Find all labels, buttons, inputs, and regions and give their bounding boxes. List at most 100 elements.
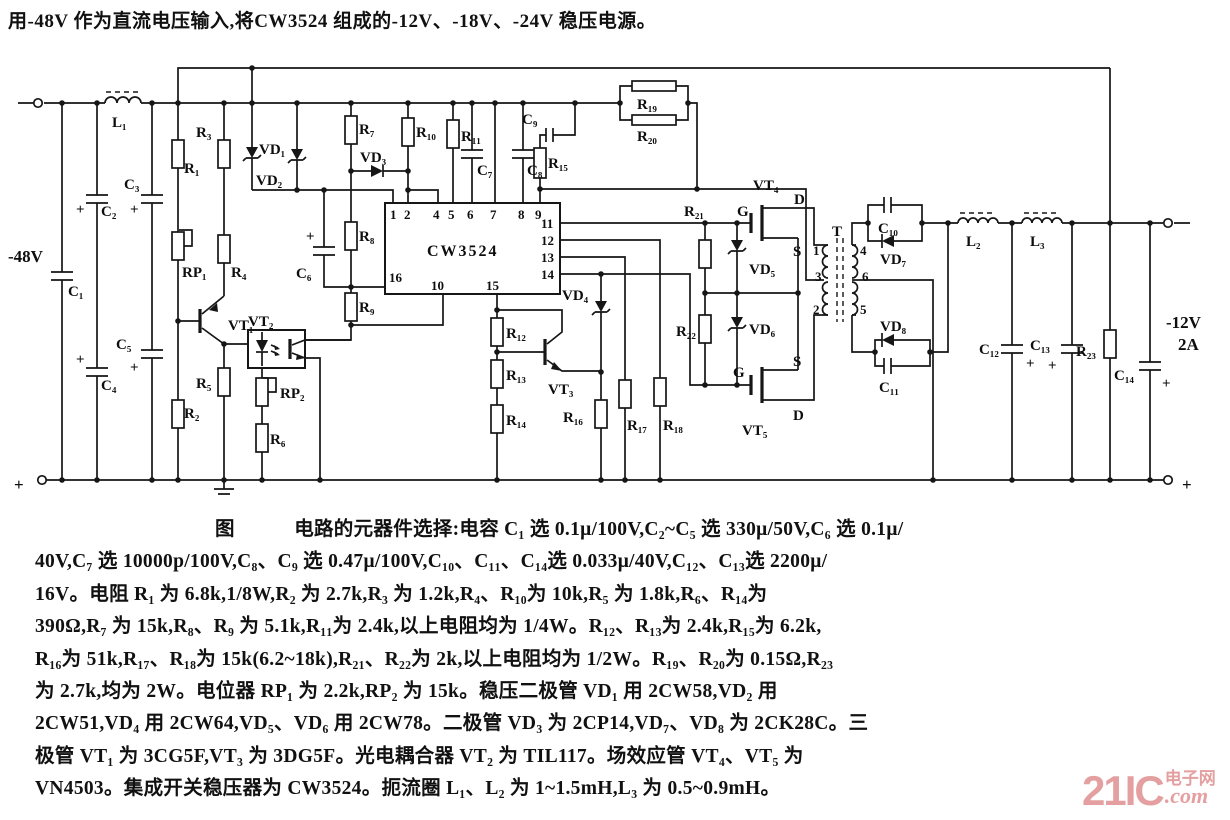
- label-R20: R₂₀: [637, 129, 657, 145]
- label-C7: C₇: [477, 163, 493, 179]
- mosfet-VT5: [749, 367, 764, 403]
- label-VD7: VD₇: [880, 252, 907, 268]
- label-VD4: VD₄: [562, 288, 589, 304]
- diode-symbols: [242, 147, 894, 347]
- watermark-cjk: 电子网: [1164, 769, 1216, 788]
- label-vin: -48V: [8, 247, 44, 266]
- plus-C4: +: [76, 352, 85, 368]
- label-L3: L₃: [1030, 234, 1045, 250]
- transistor-VT3: [543, 339, 562, 371]
- label-R8: R₈: [359, 229, 375, 245]
- svg-text:13: 13: [541, 250, 555, 265]
- label-w4: 4: [860, 243, 867, 258]
- label-VD2: VD₂: [256, 173, 283, 189]
- svg-text:14: 14: [541, 267, 555, 282]
- label-VD3: VD₃: [360, 150, 387, 166]
- svg-text:9: 9: [535, 207, 542, 222]
- label-VD5: VD₅: [749, 262, 776, 278]
- text-line: 为 2.7k,均为 2W。电位器 RP₁ 为 2.2k,RP₂ 为 15k。稳压…: [35, 680, 778, 702]
- label-C12: C₁₂: [979, 342, 999, 358]
- label-amp: 2A: [1178, 335, 1200, 354]
- label-R3: R₃: [196, 125, 212, 141]
- svg-text:15: 15: [486, 278, 500, 293]
- label-R4: R₄: [231, 265, 247, 281]
- inductor-L1: [104, 91, 142, 104]
- label-C3: C₃: [124, 177, 140, 193]
- watermark-21ic: 21IC: [1082, 767, 1165, 814]
- optocoupler-VT2: [247, 329, 306, 369]
- label-C2: C₂: [101, 204, 117, 220]
- label-w3: 3: [815, 269, 822, 284]
- text-line: VN4503。集成开关稳压器为 CW3524。扼流圈 L₁、L₂ 为 1~1.5…: [35, 778, 781, 800]
- plus-C12: +: [1026, 356, 1035, 372]
- label-R13: R₁₃: [506, 368, 526, 384]
- svg-text:12: 12: [541, 233, 554, 248]
- label-R15: R₁₅: [548, 156, 568, 172]
- label-S-vt5: S: [793, 354, 801, 370]
- label-L2: L₂: [966, 234, 981, 250]
- label-C9: C₉: [522, 112, 538, 128]
- svg-text:6: 6: [467, 207, 474, 222]
- circuit-diagram: CW3524 1 2 4 5 6 7 8 9 11 12 13 14 16 10…: [8, 65, 1202, 495]
- label-RP2: RP₂: [280, 386, 305, 402]
- label-D-vt5: D: [793, 408, 804, 424]
- label-R14: R₁₄: [506, 413, 526, 429]
- label-T: T: [832, 224, 842, 240]
- label-w2: 2: [813, 302, 820, 317]
- label-C5: C₅: [116, 337, 132, 353]
- label-R2: R₂: [184, 406, 200, 422]
- label-R10: R₁₀: [416, 125, 436, 141]
- label-w6: 6: [862, 269, 869, 284]
- svg-text:5: 5: [448, 207, 455, 222]
- label-R19: R₁₉: [637, 97, 657, 113]
- label-VD6: VD₆: [749, 322, 776, 338]
- label-R16: R₁₆: [563, 410, 583, 426]
- svg-text:4: 4: [433, 207, 440, 222]
- label-C4: C₄: [101, 378, 117, 394]
- watermark-com: .com: [1164, 783, 1209, 808]
- label-R12: R₁₂: [506, 326, 526, 342]
- plus-C2: +: [76, 202, 85, 218]
- label-C8: C₈: [527, 163, 543, 179]
- component-selection-text: 图 电路的元器件选择:电容 C₁ 选 0.1μ/100V,C₂~C₅ 选 330…: [35, 514, 1203, 806]
- text-line: 2CW51,VD₄ 用 2CW64,VD₅、VD₆ 用 2CW78。二极管 VD…: [35, 713, 869, 735]
- label-VD1: VD₁: [259, 142, 285, 158]
- label-VT1: VT₁: [228, 318, 253, 334]
- label-G-vt5: G: [733, 365, 745, 381]
- text-line: 16V。电阻 R₁ 为 6.8k,1/8W,R₂ 为 2.7k,R₃ 为 1.2…: [35, 583, 768, 605]
- text-line: 极管 VT₁ 为 3CG5F,VT₃ 为 3DG5F。光电耦合器 VT₂ 为 T…: [35, 745, 804, 767]
- svg-text:2: 2: [404, 207, 411, 222]
- svg-text:11: 11: [541, 216, 553, 231]
- label-vout: -12V: [1166, 313, 1202, 332]
- plus-C5: +: [130, 360, 139, 376]
- label-R6: R₆: [270, 432, 286, 448]
- transistor-VT1: [198, 303, 218, 333]
- ic-cw3524: CW3524 1 2 4 5 6 7 8 9 11 12 13 14 16 10…: [384, 202, 561, 295]
- svg-text:10: 10: [431, 278, 444, 293]
- label-C14: C₁₄: [1114, 368, 1134, 384]
- page-title: 用-48V 作为直流电压输入,将CW3524 组成的-12V、-18V、-24V…: [8, 11, 657, 32]
- inductor-L3: [1021, 212, 1063, 224]
- transformer-T: [821, 238, 859, 322]
- label-C1: C₁: [68, 284, 83, 300]
- plus-terminal-left: +: [14, 475, 24, 494]
- site-watermark: 21IC 电子网 .com: [1082, 770, 1216, 812]
- junction-dots: [59, 65, 1153, 483]
- label-D-vt4: D: [794, 192, 805, 208]
- plus-C13: +: [1048, 358, 1057, 374]
- label-S-vt4: S: [793, 244, 801, 260]
- label-C6: C₆: [296, 266, 312, 282]
- label-w1: 1: [813, 243, 820, 258]
- label-R1: R₁: [184, 161, 199, 177]
- label-R18: R₁₈: [663, 418, 683, 434]
- text-line: 图 电路的元器件选择:电容 C₁ 选 0.1μ/100V,C₂~C₅ 选 330…: [215, 519, 904, 540]
- label-VT2: VT₂: [248, 314, 274, 330]
- label-R17: R₁₇: [627, 418, 647, 434]
- ic-pin-numbers: 1 2 4 5 6 7 8 9 11 12 13 14 16 10 15: [389, 207, 555, 293]
- label-VD8: VD₈: [880, 319, 907, 335]
- label-R23: R₂₃: [1076, 344, 1096, 360]
- label-C10: C₁₀: [878, 221, 898, 237]
- plus-C14: +: [1162, 376, 1171, 392]
- component-labels: -48V L₁ C₁ + C₂ C₃ + + C₄ C₅ + R₁ R₃ RP₁…: [8, 97, 1202, 494]
